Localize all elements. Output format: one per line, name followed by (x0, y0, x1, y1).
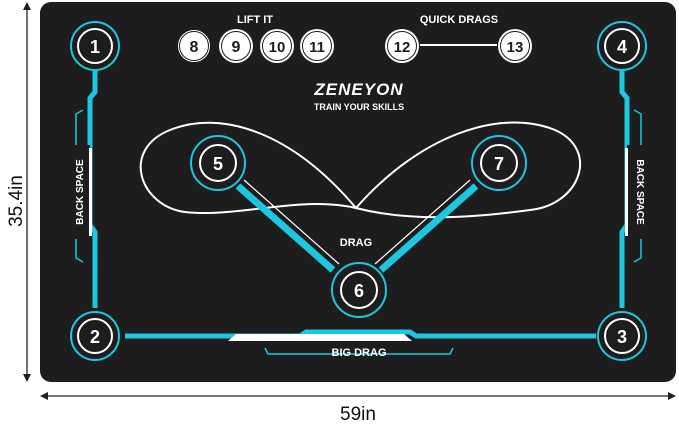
target-dot-9 (219, 29, 253, 63)
brand-tagline: TRAIN YOUR SKILLS (314, 102, 404, 112)
big-drag-bar (125, 329, 596, 355)
target-dot-8 (176, 28, 212, 64)
target-number-13: 13 (507, 39, 524, 56)
back-space-left-label: BACK SPACE (75, 159, 86, 225)
target-ring-2 (70, 311, 120, 361)
target-number-12: 12 (394, 39, 411, 56)
target-dot-10 (260, 29, 294, 63)
target-number-6: 6 (354, 281, 364, 301)
target-number-5: 5 (213, 154, 223, 174)
target-number-11: 11 (309, 39, 325, 56)
drag-bar-left (235, 179, 340, 273)
target-dot-13 (498, 29, 532, 63)
target-ring-1 (70, 21, 120, 71)
mat-surface (40, 2, 676, 382)
target-number-10: 10 (269, 39, 286, 56)
target-number-4: 4 (617, 37, 627, 57)
target-ring-3 (597, 311, 647, 361)
infinity-track (139, 121, 582, 219)
big-drag-label: BIG DRAG (332, 347, 387, 359)
back-space-right-bar (619, 70, 645, 308)
target-ring-5 (190, 135, 246, 191)
target-ring-4 (597, 21, 647, 71)
brand-logo: ZENEYON (313, 80, 403, 99)
width-dimension-label: 59in (340, 404, 376, 425)
lift-it-label: LIFT IT (237, 14, 273, 26)
back-space-left-bar (72, 70, 98, 308)
back-space-right-label: BACK SPACE (634, 159, 645, 225)
quick-drags-label: QUICK DRAGS (420, 14, 498, 26)
drag-bar-right (374, 179, 479, 273)
target-dot-12 (385, 29, 419, 63)
target-ring-7 (471, 135, 527, 191)
drag-label: DRAG (340, 237, 372, 249)
target-ring-6 (331, 262, 387, 318)
target-dot-11 (300, 29, 334, 63)
target-number-3: 3 (617, 327, 627, 347)
target-number-7: 7 (494, 154, 504, 174)
target-number-1: 1 (90, 37, 100, 57)
target-number-2: 2 (90, 327, 100, 347)
height-dimension-arrow (23, 2, 31, 382)
target-number-9: 9 (232, 39, 241, 56)
target-number-8: 8 (190, 39, 199, 56)
height-dimension-label: 35.4in (6, 175, 27, 227)
width-dimension-arrow (40, 392, 676, 400)
